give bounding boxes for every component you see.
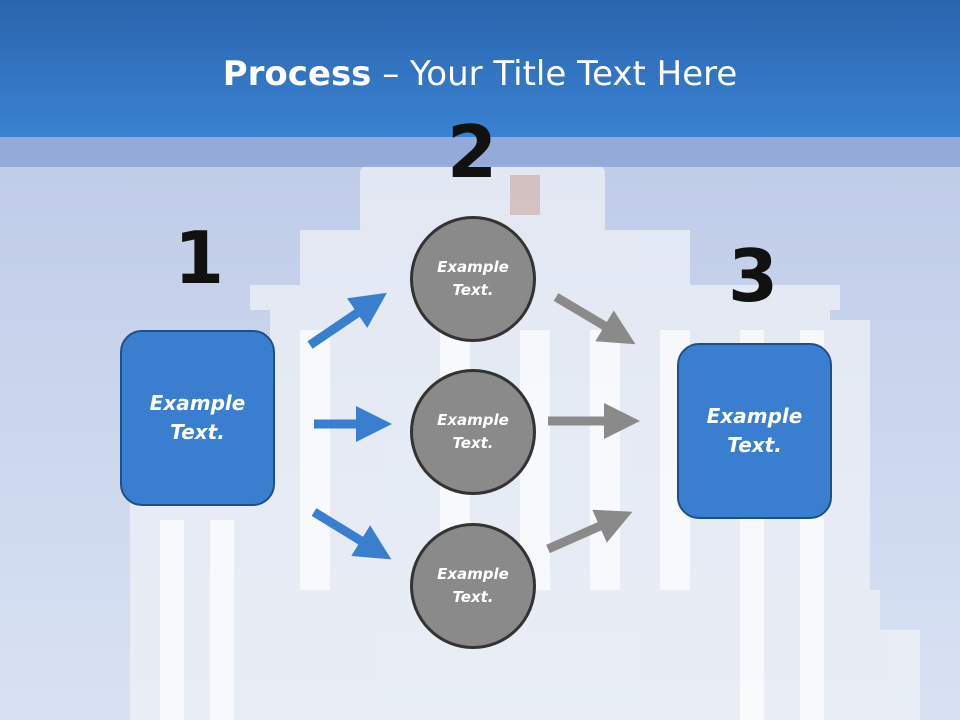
circle-bottom-line2: Text. — [452, 588, 494, 606]
circle-bottom-label: Example Text. — [423, 563, 523, 609]
step-2-circle-top[interactable]: Example Text. — [410, 216, 536, 342]
arrow-blue-up — [307, 292, 387, 349]
step-number-1: 1 — [173, 216, 225, 300]
step-2-circle-bottom[interactable]: Example Text. — [410, 523, 536, 649]
step-3-label-line2: Text. — [727, 433, 782, 457]
circle-bottom-line1: Example — [437, 565, 509, 583]
title-band — [0, 137, 960, 167]
arrow-gray-down — [553, 293, 636, 345]
step-1-label: Example Text. — [148, 389, 248, 447]
step-1-label-line2: Text. — [170, 420, 225, 444]
circle-middle-label: Example Text. — [423, 409, 523, 455]
arrow-blue-down — [311, 508, 392, 560]
circle-middle-line1: Example — [437, 411, 509, 429]
title-bar — [0, 0, 960, 137]
step-3-label-line1: Example — [706, 404, 803, 428]
step-number-2: 2 — [446, 110, 498, 194]
step-3-label: Example Text. — [705, 402, 805, 460]
arrow-gray-up — [546, 509, 633, 554]
circle-top-label: Example Text. — [423, 256, 523, 302]
step-1-box[interactable]: Example Text. — [120, 330, 275, 506]
title-rest: – Your Title Text Here — [371, 54, 738, 94]
step-3-box[interactable]: Example Text. — [677, 343, 832, 519]
circle-top-line1: Example — [437, 258, 509, 276]
step-2-circle-middle[interactable]: Example Text. — [410, 369, 536, 495]
slide-title[interactable]: Process – Your Title Text Here — [0, 52, 960, 96]
circle-top-line2: Text. — [452, 281, 494, 299]
step-1-label-line1: Example — [149, 391, 246, 415]
step-number-3: 3 — [727, 234, 779, 318]
circle-middle-line2: Text. — [452, 434, 494, 452]
title-bold: Process — [222, 54, 372, 94]
